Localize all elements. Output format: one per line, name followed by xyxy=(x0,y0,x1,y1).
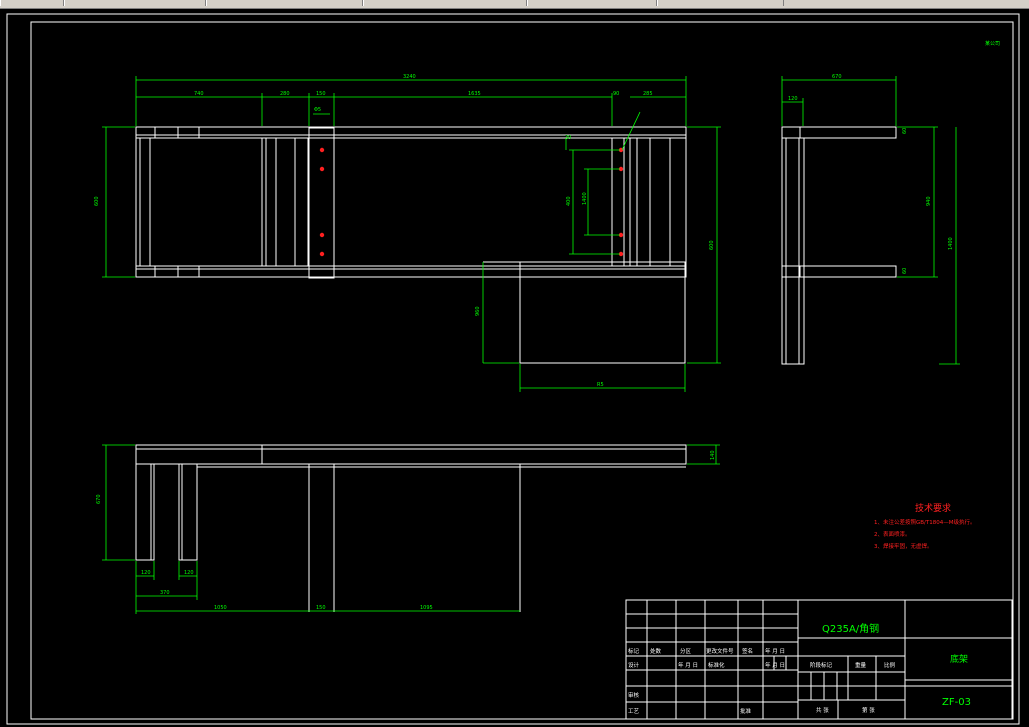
dim-label: 670 xyxy=(96,494,102,504)
tb-header: 分区 xyxy=(680,647,692,655)
sheet-outer-border xyxy=(6,13,1020,725)
tb-stage-label: 阶段标记 xyxy=(810,661,833,669)
dim-label: 1400 xyxy=(582,192,588,205)
dim-label: 1400 xyxy=(948,237,954,250)
tb-header: 更改文件号 xyxy=(706,647,734,655)
tech-notes-title: 技术要求 xyxy=(915,502,951,514)
dim-label: 60 xyxy=(902,268,908,274)
dim-label: 140 xyxy=(710,450,716,460)
tb-scale-label: 比例 xyxy=(884,661,896,669)
material-label: Q235A/角钢 xyxy=(822,622,879,635)
technical-requirements: 技术要求 1、未注公差按照GB/T1804—M级执行。 2、表面喷漆。 3、焊接… xyxy=(874,502,976,550)
dim-label: 940 xyxy=(926,196,932,206)
dim-label: 285 xyxy=(643,91,653,97)
sheet-inner-border xyxy=(30,21,1014,720)
tb-header: 标记 xyxy=(628,647,640,655)
dim-overall-length: 3240 xyxy=(403,74,416,80)
mounting-holes xyxy=(319,147,624,257)
tb-process: 工艺 xyxy=(628,708,640,715)
dim-label: 600 xyxy=(709,240,715,250)
center-post xyxy=(308,127,335,279)
dim-label: 670 xyxy=(832,74,842,80)
toolbar-segment[interactable] xyxy=(0,0,64,6)
tech-note-line: 1、未注公差按照GB/T1804—M级执行。 xyxy=(874,518,976,526)
window-toolbar xyxy=(0,0,1029,9)
dim-label: 120 xyxy=(184,570,194,576)
dim-label: 280 xyxy=(280,91,290,97)
table-platform xyxy=(519,261,686,364)
dim-label: 740 xyxy=(194,91,204,97)
cad-drawing-canvas[interactable]: 某公司 xyxy=(0,8,1029,727)
side-view xyxy=(781,126,897,365)
tb-date: 年 月 日 xyxy=(765,661,785,669)
tech-note-line: 2、表面喷漆。 xyxy=(874,530,911,538)
front-view xyxy=(135,444,687,612)
dim-label: 1095 xyxy=(420,605,433,611)
top-rail-bottom xyxy=(135,265,687,278)
dim-label: 60 xyxy=(902,128,908,134)
toolbar-segment[interactable] xyxy=(206,0,363,6)
side-view-dimensions: 670 120 60 60 940 1400 xyxy=(781,74,960,365)
dim-label: Φ5 xyxy=(314,107,321,113)
top-rail-top xyxy=(135,126,687,139)
dim-label: 120 xyxy=(141,570,151,576)
corner-stamp: 某公司 xyxy=(985,41,1000,47)
tb-sheets: 共 张 xyxy=(816,706,829,714)
dim-label: R5 xyxy=(597,382,604,388)
tb-check: 审核 xyxy=(628,691,640,699)
dim-label: 400 xyxy=(566,196,572,206)
top-view-dimensions: 3240 740 280 150 1635 90 285 Φ5 30 600 4… xyxy=(94,74,721,392)
dim-label: 960 xyxy=(475,306,481,316)
dim-label: 1635 xyxy=(468,91,481,97)
toolbar-segment[interactable] xyxy=(64,0,206,6)
tb-date: 年 月 日 xyxy=(678,661,698,669)
tb-header: 年 月 日 xyxy=(765,647,785,655)
dim-label: 600 xyxy=(94,196,100,206)
dim-label: 370 xyxy=(160,590,170,596)
toolbar-segment[interactable] xyxy=(527,0,657,6)
dim-label: 120 xyxy=(788,96,798,102)
tb-header: 签名 xyxy=(742,647,753,655)
tb-sheet: 第 张 xyxy=(862,706,875,714)
title-block: Q235A/角钢 底架 ZF-03 标记 处数 分区 更改文件号 签名 年 月 … xyxy=(625,599,1013,720)
dim-label: 150 xyxy=(316,91,326,97)
tb-weight-label: 重量 xyxy=(855,661,867,669)
top-view xyxy=(135,126,687,364)
tech-note-line: 3、焊接牢固，无虚焊。 xyxy=(874,542,933,550)
dim-label: 30 xyxy=(565,135,571,141)
toolbar-segment[interactable] xyxy=(363,0,527,6)
tb-standardization: 标准化 xyxy=(708,661,725,669)
toolbar-segment[interactable] xyxy=(657,0,784,6)
tb-design: 设计 xyxy=(628,661,640,669)
dim-label: 150 xyxy=(316,605,326,611)
drawing-number: ZF-03 xyxy=(942,697,971,708)
dim-label: 90 xyxy=(613,91,619,97)
part-name: 底架 xyxy=(950,653,968,665)
dim-label: 1050 xyxy=(214,605,227,611)
tb-header: 处数 xyxy=(650,647,662,655)
tb-approve: 批准 xyxy=(740,707,752,715)
front-view-dimensions: 140 670 120 120 370 1050 150 1095 xyxy=(96,444,720,614)
